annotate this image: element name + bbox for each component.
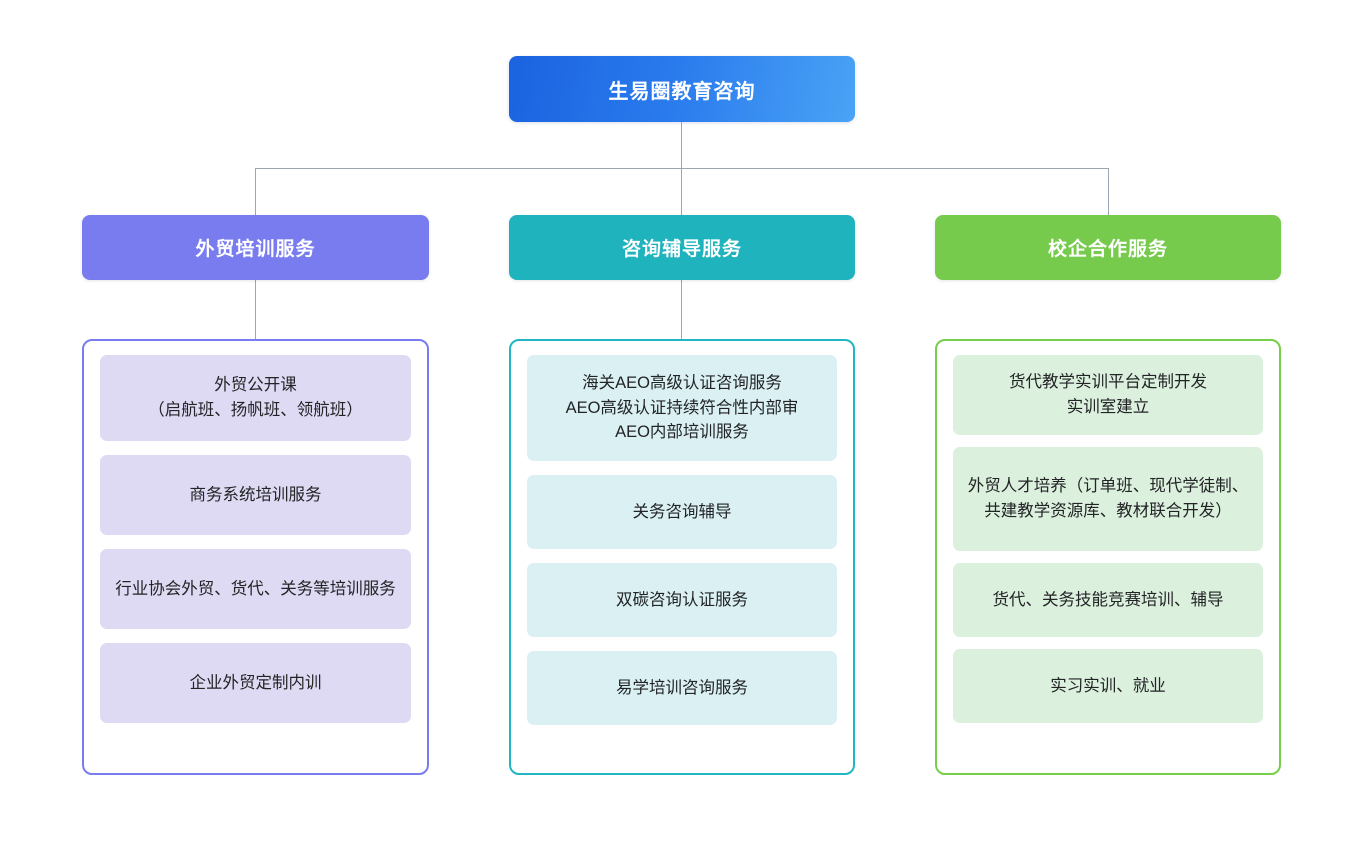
list-item[interactable]: 海关AEO高级认证咨询服务 AEO高级认证持续符合性内部审 AEO内部培训服务 <box>527 355 837 461</box>
branch-header-1-label: 外贸培训服务 <box>195 239 316 260</box>
list-item[interactable]: 商务系统培训服务 <box>100 455 411 535</box>
connector-branch-1-to-container <box>255 280 256 339</box>
root-node-label: 生易圈教育咨询 <box>608 80 756 103</box>
list-item[interactable]: 外贸公开课 （启航班、扬帆班、领航班） <box>100 355 411 441</box>
branch-header-3-label: 校企合作服务 <box>1047 239 1168 260</box>
list-item[interactable]: 关务咨询辅导 <box>527 475 837 549</box>
list-item[interactable]: 行业协会外贸、货代、关务等培训服务 <box>100 549 411 629</box>
branch-container-2: 海关AEO高级认证咨询服务 AEO高级认证持续符合性内部审 AEO内部培训服务 … <box>509 339 855 775</box>
list-item[interactable]: 双碳咨询认证服务 <box>527 563 837 637</box>
branch-header-3[interactable]: 校企合作服务 <box>935 215 1281 280</box>
root-node[interactable]: 生易圈教育咨询 <box>509 56 855 122</box>
connector-bus-to-branch-2 <box>681 168 682 215</box>
list-item[interactable]: 外贸人才培养（订单班、现代学徒制、共建教学资源库、教材联合开发） <box>953 447 1263 551</box>
connector-branch-2-to-container <box>681 280 682 339</box>
list-item[interactable]: 企业外贸定制内训 <box>100 643 411 723</box>
connector-bus-to-branch-3 <box>1108 168 1109 215</box>
list-item[interactable]: 货代教学实训平台定制开发 实训室建立 <box>953 355 1263 435</box>
list-item[interactable]: 易学培训咨询服务 <box>527 651 837 725</box>
branch-header-2[interactable]: 咨询辅导服务 <box>509 215 855 280</box>
branch-container-3: 货代教学实训平台定制开发 实训室建立 外贸人才培养（订单班、现代学徒制、共建教学… <box>935 339 1281 775</box>
list-item[interactable]: 实习实训、就业 <box>953 649 1263 723</box>
branch-header-1[interactable]: 外贸培训服务 <box>82 215 429 280</box>
connector-root-stem <box>681 122 682 168</box>
list-item[interactable]: 货代、关务技能竞赛培训、辅导 <box>953 563 1263 637</box>
connector-bus-to-branch-1 <box>255 168 256 215</box>
branch-container-1: 外贸公开课 （启航班、扬帆班、领航班） 商务系统培训服务 行业协会外贸、货代、关… <box>82 339 429 775</box>
branch-header-2-label: 咨询辅导服务 <box>621 239 742 260</box>
